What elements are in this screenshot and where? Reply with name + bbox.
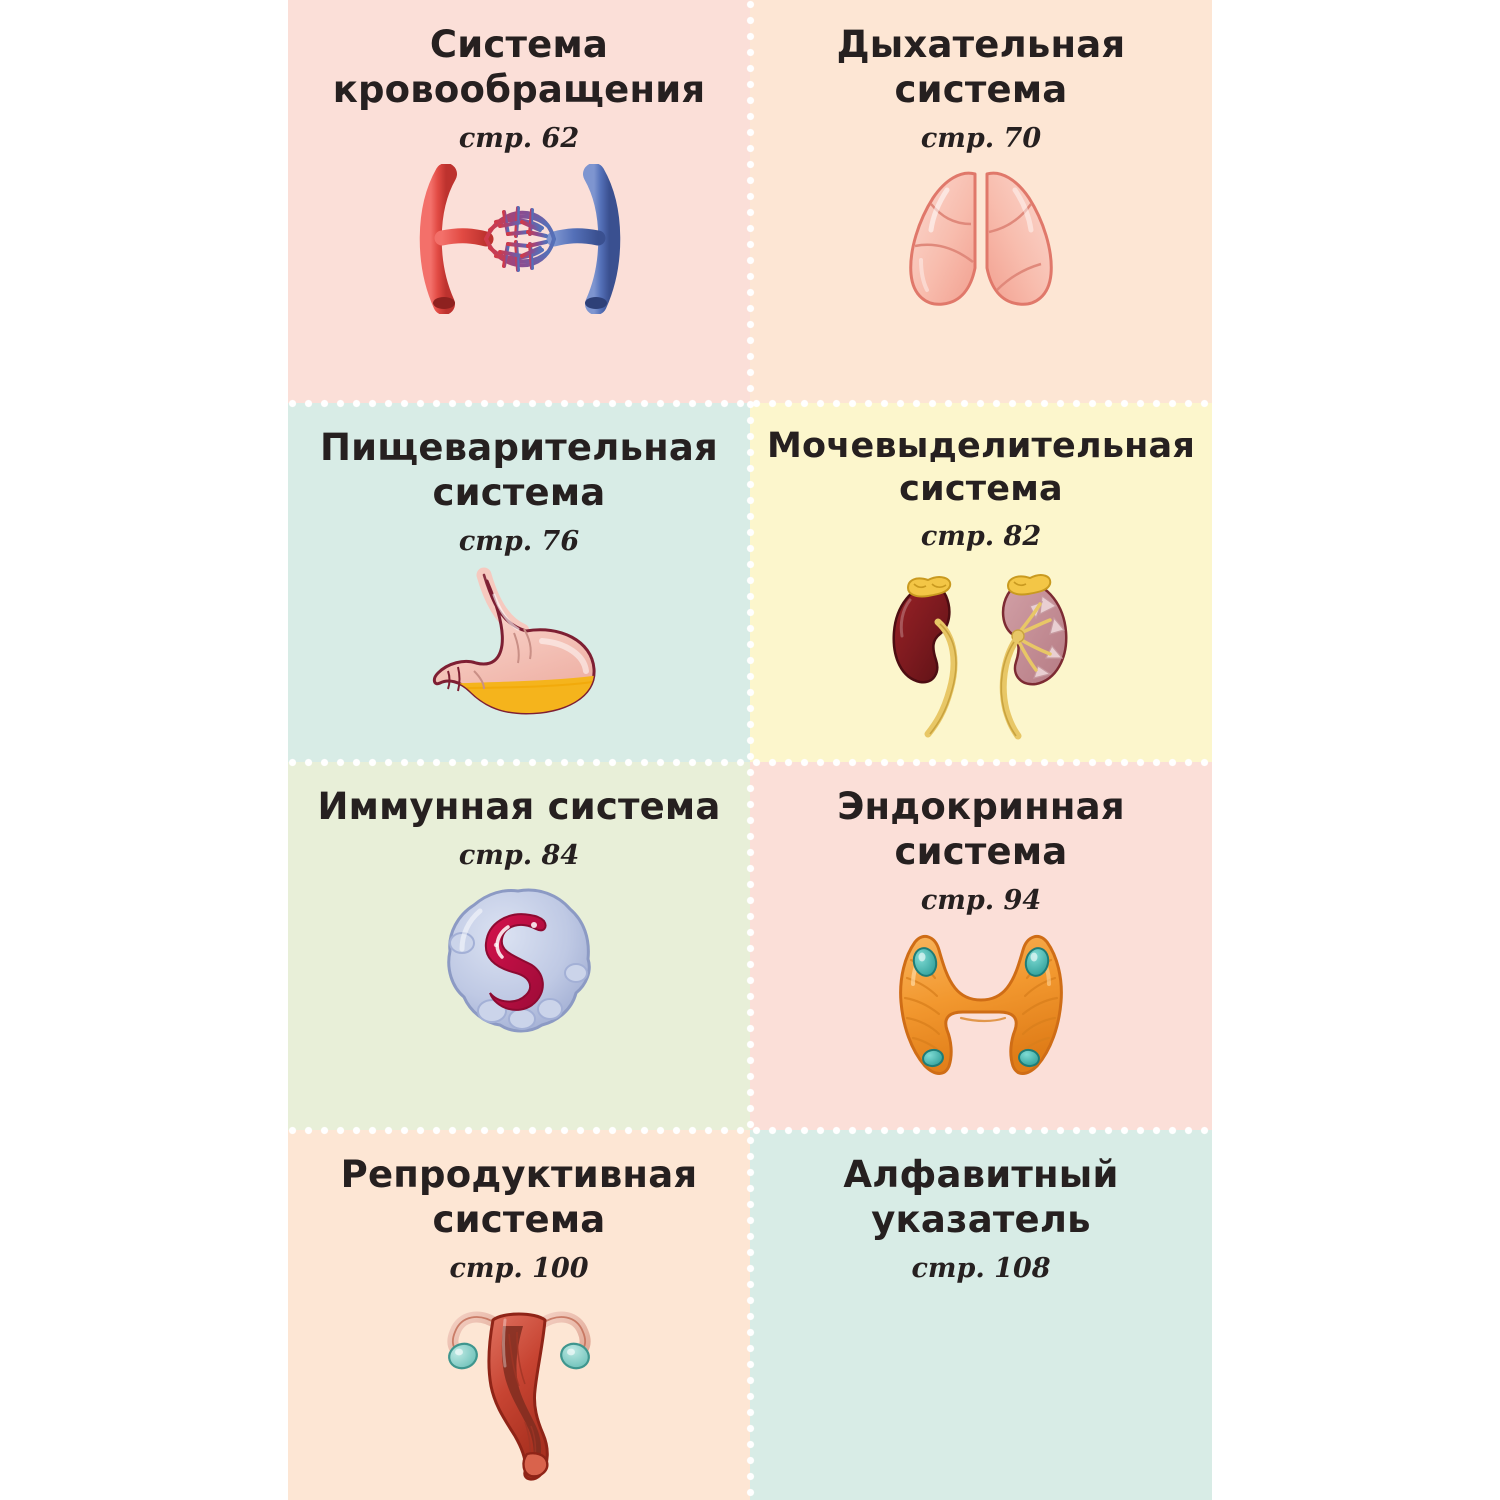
- entry-page-number: стр. 84: [458, 840, 580, 872]
- blood-vessels-icon: [404, 164, 634, 315]
- entry-title: Репродуктивная система: [340, 1153, 698, 1242]
- entry-title: Система кровообращения: [332, 23, 706, 112]
- entry-title: Иммунная система: [317, 785, 721, 828]
- entry-title: Дыхательная система: [836, 23, 1126, 112]
- stomach-icon: [414, 567, 624, 727]
- contents-entry-reproductive[interactable]: Репродуктивная система стр. 100: [288, 1130, 750, 1500]
- uterus-icon: [419, 1294, 619, 1484]
- white-blood-cell-icon: [434, 881, 604, 1046]
- thyroid-icon: [881, 926, 1081, 1096]
- contents-entry-immune[interactable]: Иммунная система стр. 84: [288, 762, 750, 1130]
- contents-entry-endocrine[interactable]: Эндокринная система стр. 94: [750, 762, 1212, 1130]
- lungs-icon: [891, 164, 1071, 314]
- contents-entry-respiratory[interactable]: Дыхательная система стр. 70: [750, 0, 1212, 403]
- entry-page-number: стр. 100: [449, 1253, 589, 1285]
- kidneys-icon: [866, 562, 1096, 742]
- entry-title: Алфавитный указатель: [843, 1153, 1119, 1242]
- entry-page-number: стр. 76: [458, 526, 580, 558]
- entry-page-number: стр. 62: [458, 123, 580, 155]
- entry-page-number: стр. 82: [920, 521, 1042, 553]
- contents-entry-index[interactable]: Алфавитный указатель стр. 108: [750, 1130, 1212, 1500]
- contents-entry-urinary[interactable]: Мочевыделительная система стр. 82: [750, 403, 1212, 762]
- contents-entry-digestive[interactable]: Пищеварительная система стр. 76: [288, 403, 750, 762]
- entry-title: Пищеварительная система: [319, 426, 718, 515]
- entry-title: Мочевыделительная система: [766, 426, 1196, 509]
- entry-title: Эндокринная система: [837, 785, 1125, 874]
- contents-grid: Система кровообращения стр. 62: [288, 0, 1212, 1500]
- contents-entry-circulatory[interactable]: Система кровообращения стр. 62: [288, 0, 750, 403]
- entry-page-number: стр. 94: [920, 885, 1042, 917]
- entry-page-number: стр. 108: [911, 1253, 1051, 1285]
- entry-page-number: стр. 70: [920, 123, 1042, 155]
